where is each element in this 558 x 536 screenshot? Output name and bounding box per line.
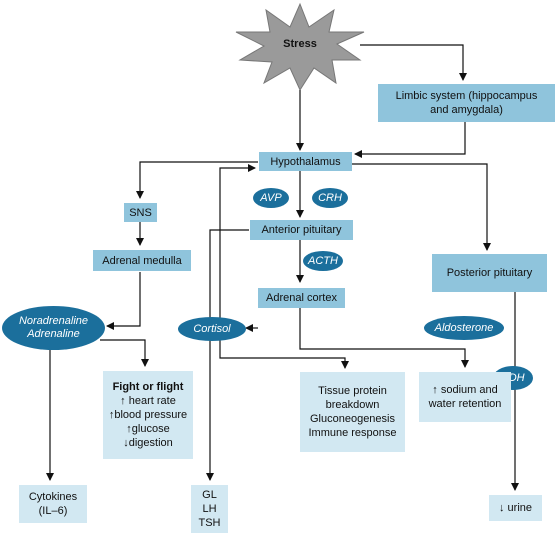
cytokines-line-2: (IL–6) <box>38 505 68 517</box>
arrow-hypothalamus-to-posterior-pituitary <box>352 163 491 251</box>
fight-item: ↓digestion <box>123 437 173 449</box>
arrow-cortisol-feedback <box>219 164 256 318</box>
arrow-hypothalamus-to-sns <box>136 161 258 199</box>
tissue-line-1: Tissue protein <box>318 385 387 397</box>
fight-or-flight-title: Fight or flight <box>112 381 184 393</box>
sodium-line-1: ↑ sodium and <box>432 384 498 396</box>
sns-box: SNS <box>124 203 157 222</box>
pituitary-hormones-box: GL LH TSH <box>191 485 228 533</box>
posterior-pituitary-box: Posterior pituitary <box>432 254 547 292</box>
aldosterone-oval: Aldosterone <box>424 316 504 340</box>
crh-oval: CRH <box>312 188 348 208</box>
arrow-anterior-pituitary-to-hormones <box>206 229 249 481</box>
tissue-line-2: breakdown <box>325 399 380 411</box>
hypothalamus-box: Hypothalamus <box>259 152 352 171</box>
adrenal-cortex-box: Adrenal cortex <box>258 288 345 308</box>
arrow-medulla-to-noradrenaline <box>106 272 141 330</box>
limbic-line-1: Limbic system (hippocampus <box>395 90 538 102</box>
limbic-line-2: and amygdala) <box>430 104 503 116</box>
adrenaline-label: Adrenaline <box>27 328 80 340</box>
tissue-line-4: Immune response <box>308 427 397 439</box>
tissue-line-3: Gluconeogenesis <box>309 413 395 425</box>
noradrenaline-label: Noradrenaline <box>18 315 89 327</box>
arrow-stress-to-limbic <box>360 44 467 81</box>
noradrenaline-adrenaline-oval: Noradrenaline Adrenaline <box>2 306 105 350</box>
hormone-item: GL <box>202 489 217 501</box>
arrow-cortex-to-sodium <box>299 308 469 368</box>
acth-oval: ACTH <box>303 251 343 271</box>
stress-label: Stress <box>283 38 317 50</box>
fight-item: ↑blood pressure <box>108 409 188 421</box>
arrow-noradrenaline-to-fight <box>100 339 149 367</box>
hormone-item: LH <box>202 503 217 515</box>
hormone-item: TSH <box>198 517 221 529</box>
cortisol-oval: Cortisol <box>178 317 246 341</box>
adrenal-medulla-box: Adrenal medulla <box>93 250 191 271</box>
arrow-cortisol-to-tissue <box>219 340 349 369</box>
cytokines-box: Cytokines (IL–6) <box>19 485 87 523</box>
fight-item: ↑glucose <box>126 423 170 435</box>
avp-oval: AVP <box>253 188 289 208</box>
tissue-protein-box: Tissue protein breakdown Gluconeogenesis… <box>300 372 405 452</box>
sodium-line-2: water retention <box>428 398 502 410</box>
arrow-limbic-to-hypothalamus <box>354 122 466 158</box>
anterior-pituitary-box: Anterior pituitary <box>250 220 353 240</box>
sodium-retention-box: ↑ sodium and water retention <box>419 372 511 422</box>
cytokines-line-1: Cytokines <box>28 491 78 503</box>
urine-box: ↓ urine <box>489 495 542 521</box>
fight-or-flight-box: Fight or flight ↑ heart rate ↑blood pres… <box>103 371 193 459</box>
fight-item: ↑ heart rate <box>120 395 176 407</box>
limbic-system-box: Limbic system (hippocampus and amygdala) <box>378 84 555 122</box>
